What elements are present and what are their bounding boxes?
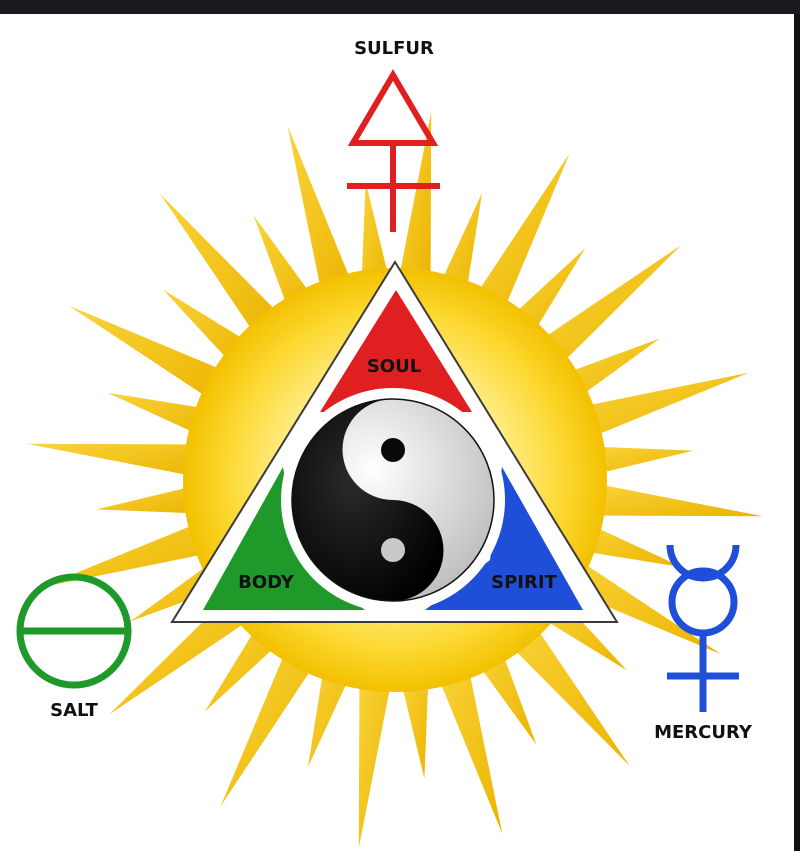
sun-ray [435,661,503,835]
soul-region [320,290,472,412]
sun-ray [68,305,232,404]
yin-yang-icon [291,398,495,602]
sun-ray [576,522,683,568]
sun-ray [26,443,204,478]
mercury-alchemical-symbol-icon [666,544,740,712]
body-label: BODY [238,572,295,593]
sun-ray [220,643,319,807]
sulfur-alchemical-symbol-icon [347,69,440,232]
right-edge [794,14,800,851]
sun-ray [96,484,203,514]
sun-ray [397,111,432,289]
sun-ray [558,556,722,655]
sun-ray [505,619,630,767]
sun-rays [26,111,764,849]
salt-label: SALT [50,700,98,721]
sun-ray [437,192,483,299]
sun-ray [287,125,355,299]
sun-ray [361,181,391,288]
sun-ray [587,446,694,476]
sun-ray [307,661,353,768]
sun-ray [586,482,764,517]
mercury-label: MERCURY [654,722,753,743]
salt-alchemical-symbol-icon [16,573,132,689]
sulfur-label: SULFUR [354,38,434,59]
sun-ray [358,671,393,849]
sun-ray [534,245,682,370]
sun-ray [40,520,214,588]
spirit-label: SPIRIT [491,572,557,593]
top-bar [0,0,800,14]
soul-label: SOUL [367,356,421,377]
spirit-region [425,467,583,610]
body-region [203,467,365,610]
sun-ray [160,193,285,341]
sun-ray [471,153,570,317]
sun-ray [107,392,214,438]
sun-ray [576,372,750,440]
sun-ray [399,672,429,779]
